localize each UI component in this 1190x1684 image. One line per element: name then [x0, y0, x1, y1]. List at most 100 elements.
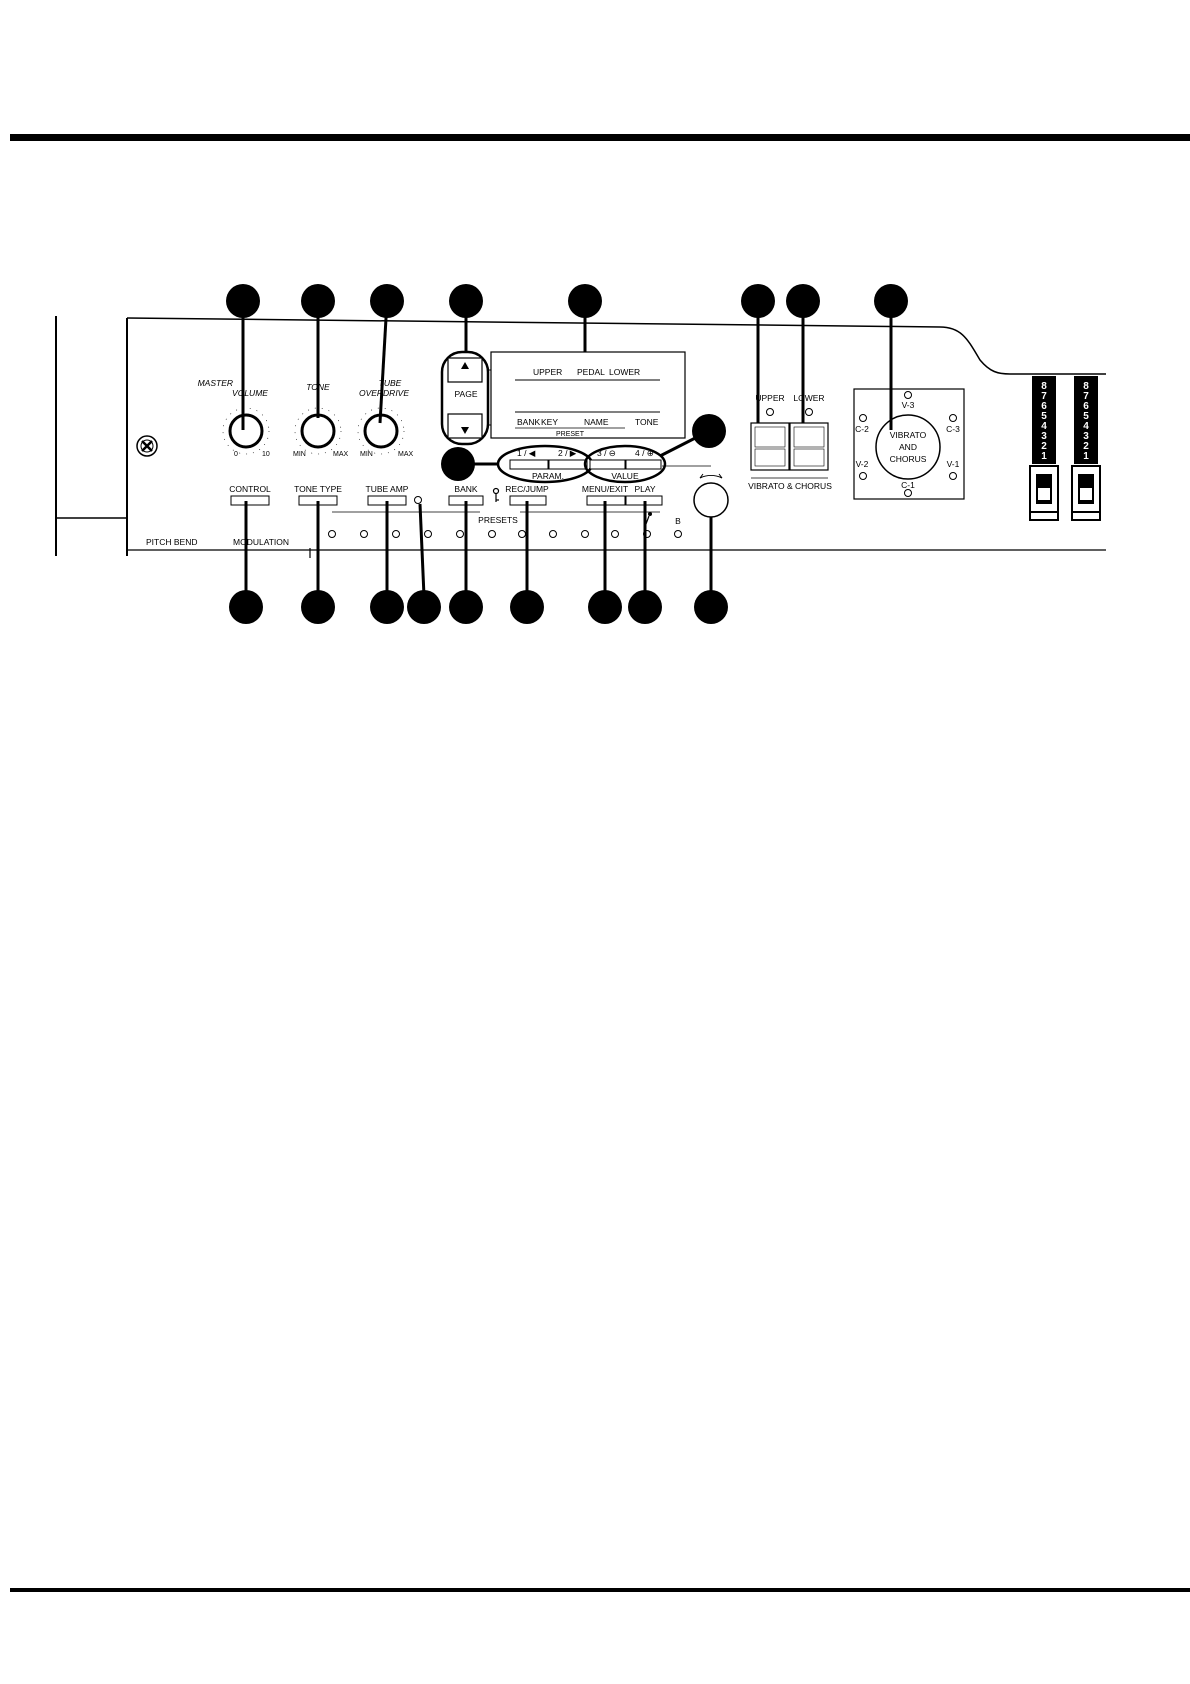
- bank-button-label: BANK: [454, 484, 477, 494]
- preset-led: [328, 530, 336, 538]
- vc-upper-label: UPPER: [755, 393, 784, 403]
- tube-overdrive-knob[interactable]: TUBE OVERDRIVE MIN MAX: [357, 378, 414, 458]
- value-button-4[interactable]: [625, 459, 662, 470]
- drawbar-2[interactable]: [1071, 376, 1101, 521]
- vc-position-v3: V-3: [902, 400, 915, 410]
- param-button-2-label: 2 / ▶: [558, 448, 577, 458]
- vc-position-led: [859, 414, 867, 422]
- display-label-lower: LOWER: [609, 367, 640, 377]
- vc-position-led: [949, 414, 957, 422]
- master-volume-knob[interactable]: MASTER VOLUME 0 10: [198, 378, 270, 458]
- vc-lower-button[interactable]: [789, 422, 829, 471]
- callout-marker: [694, 590, 728, 624]
- preset-led: [674, 530, 682, 538]
- preset-led: [424, 530, 432, 538]
- control-button[interactable]: [230, 495, 270, 506]
- screw-icon: [136, 435, 158, 457]
- param-button-group: 1 / ◀ 2 / ▶ PARAM.: [496, 444, 594, 484]
- page-button-label: PAGE: [455, 389, 478, 399]
- presets-row: PRESETS B: [328, 511, 682, 538]
- vibrato-chorus-label: VIBRATO & CHORUS: [748, 481, 832, 491]
- value-button-4-label: 4 / ⊕: [635, 448, 654, 458]
- overdrive-scale-max: MAX: [398, 451, 414, 458]
- vc-lower-label: LOWER: [793, 393, 824, 403]
- drawbar-2-scale: 8 7 6 5 4 3 2 1: [1083, 381, 1089, 462]
- master-scale-max: 10: [262, 451, 270, 458]
- preset-led: [392, 530, 400, 538]
- tone-type-button-label: TONE TYPE: [294, 484, 342, 494]
- vc-knob-text-3: CHORUS: [890, 454, 927, 464]
- param-label: PARAM.: [532, 471, 564, 481]
- manual-icon: [645, 512, 652, 525]
- vibrato-chorus-knob[interactable]: [875, 414, 941, 480]
- drawbar-number: 3: [1041, 431, 1047, 442]
- drawbar-number: 7: [1041, 391, 1047, 402]
- pitch-bend-label: PITCH BEND: [146, 537, 197, 547]
- bottom-rule: [10, 1588, 1190, 1592]
- callout-marker: [301, 284, 335, 318]
- vc-position-v2: V-2: [856, 459, 869, 469]
- callout-marker: [449, 284, 483, 318]
- drawbar-number: 1: [1041, 451, 1047, 462]
- vc-position-led: [859, 472, 867, 480]
- value-button-3-label: 3 / ⊖: [597, 448, 616, 458]
- callout-marker: [741, 284, 775, 318]
- vc-position-c3: C-3: [946, 424, 960, 434]
- callout-marker: [588, 590, 622, 624]
- drawbar-number: 3: [1083, 431, 1089, 442]
- drawbar-number: 4: [1083, 421, 1089, 432]
- value-label: VALUE: [611, 471, 639, 481]
- display-label-bank: BANK: [517, 417, 540, 427]
- tube-amp-button-label: TUBE AMP: [366, 484, 409, 494]
- vc-position-c1: C-1: [901, 480, 915, 490]
- drawbar-number: 5: [1083, 411, 1089, 422]
- drawbar-number: 6: [1041, 401, 1047, 412]
- callout-marker: [370, 590, 404, 624]
- preset-led: [518, 530, 526, 538]
- vc-position-led: [949, 472, 957, 480]
- value-button-group: 3 / ⊖ 4 / ⊕ VALUE: [583, 444, 667, 484]
- control-button-label: CONTROL: [229, 484, 271, 494]
- drawbar-number: 6: [1083, 401, 1089, 412]
- rec-jump-button-label: REC/JUMP: [505, 484, 549, 494]
- vc-position-v1: V-1: [947, 459, 960, 469]
- drawbar-1[interactable]: [1029, 376, 1059, 521]
- master-volume-label-1: MASTER: [198, 378, 233, 388]
- preset-b-label: B: [675, 516, 681, 526]
- param-button-2[interactable]: [548, 459, 588, 470]
- callout-marker: [510, 590, 544, 624]
- presets-label: PRESETS: [478, 515, 518, 525]
- value-dial[interactable]: [662, 465, 729, 518]
- callout-marker: [441, 447, 475, 481]
- display-label-pedal: PEDAL: [577, 367, 605, 377]
- modulation-label: MODULATION: [233, 537, 289, 547]
- preset-led: [549, 530, 557, 538]
- callout-marker: [628, 590, 662, 624]
- preset-led: [488, 530, 496, 538]
- down-arrow-icon: [461, 427, 469, 434]
- drawbar-number: 1: [1083, 451, 1089, 462]
- value-button-3[interactable]: [589, 459, 626, 470]
- drawbar-1-scale: 8 7 6 5 4 3 2 1: [1041, 381, 1047, 462]
- up-arrow-icon: [461, 362, 469, 369]
- tube-overdrive-label-2: OVERDRIVE: [359, 388, 409, 398]
- overdrive-scale-min: MIN: [360, 451, 373, 458]
- callout-marker: [226, 284, 260, 318]
- drawbar-number: 8: [1083, 381, 1089, 392]
- menu-exit-button-label: MENU/EXIT: [582, 484, 628, 494]
- callout-marker: [229, 590, 263, 624]
- param-button-1[interactable]: [509, 459, 549, 470]
- tube-amp-led: [414, 496, 422, 504]
- play-button-label: PLAY: [634, 484, 655, 494]
- page-down-button[interactable]: [447, 413, 483, 439]
- vc-knob-text-2: AND: [899, 442, 917, 452]
- vc-upper-button[interactable]: [750, 422, 790, 471]
- drawbar-number: 8: [1041, 381, 1047, 392]
- tone-knob[interactable]: TONE MIN MAX: [293, 382, 349, 458]
- drawbar-number: 4: [1041, 421, 1047, 432]
- drawbar-number: 2: [1083, 441, 1089, 452]
- page-up-button[interactable]: [447, 357, 483, 383]
- vc-lower-led: [805, 408, 813, 416]
- vibrato-chorus-selector: VIBRATO AND CHORUS V-3 C-2 C-3 V-2 V-1 C…: [853, 388, 965, 500]
